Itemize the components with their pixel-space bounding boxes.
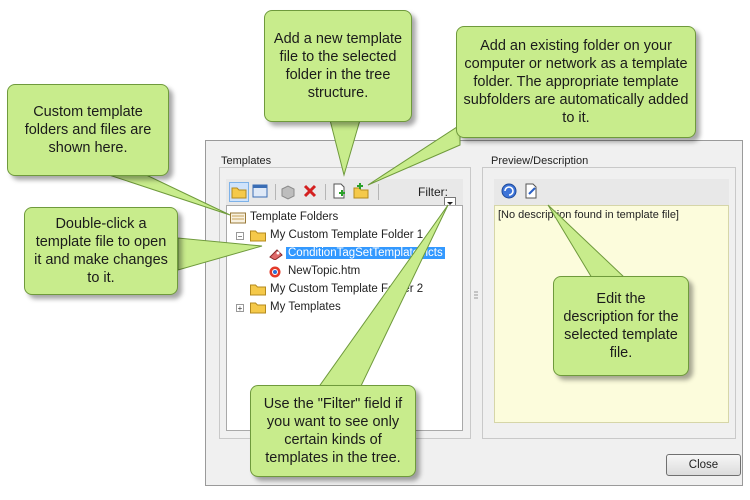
callout-double-click: Double-click a template file to open it …: [24, 207, 178, 295]
folder-icon: [250, 302, 266, 314]
browser-icon: [269, 266, 281, 278]
refresh-button[interactable]: [500, 182, 520, 202]
toolbar-separator: [275, 184, 276, 200]
description-text: [No description found in template file]: [498, 209, 679, 221]
refresh-icon: [501, 183, 517, 199]
tree-node-label: NewTopic.htm: [288, 265, 361, 277]
tree-node-my-templates[interactable]: My Templates: [250, 300, 460, 316]
open-button[interactable]: [279, 182, 299, 202]
folder-view-button[interactable]: [229, 182, 249, 202]
callout-add-new-template: Add a new template file to the selected …: [264, 10, 412, 122]
template-folders-icon: [230, 212, 246, 224]
tree-node-label: My Custom Template Folder 2: [270, 283, 424, 295]
box-icon: [281, 185, 295, 200]
add-existing-folder-button[interactable]: [352, 182, 372, 202]
callout-text: Double-click a template file to open it …: [34, 216, 168, 286]
tree-node-file-newtopic[interactable]: NewTopic.htm: [268, 264, 458, 280]
preview-toolbar: [494, 179, 729, 205]
folder-icon: [250, 230, 266, 242]
folder-icon: [250, 284, 266, 296]
folder-icon: [231, 187, 247, 199]
delete-button[interactable]: [301, 182, 321, 202]
callout-text: Add a new template file to the selected …: [273, 31, 403, 101]
templates-toolbar: Filter:: [226, 179, 463, 206]
tree-node-label: Template Folders: [250, 211, 339, 223]
callout-custom-folders: Custom template folders and files are sh…: [7, 84, 169, 176]
collapse-icon[interactable]: −: [236, 232, 244, 241]
close-button[interactable]: Close: [666, 454, 741, 476]
edit-document-icon: [525, 183, 537, 199]
tree-node-label: My Templates: [270, 301, 341, 313]
callout-text: Add an existing folder on your computer …: [463, 38, 689, 126]
callout-text: Edit the description for the selected te…: [563, 291, 679, 361]
tree-node-folder-1[interactable]: My Custom Template Folder 1: [250, 228, 460, 244]
tree-node-folder-2[interactable]: My Custom Template Folder 2: [250, 282, 460, 298]
tree-node-label: ConditionTagSetTemplate.flcts: [286, 247, 445, 259]
callout-add-existing-folder: Add an existing folder on your computer …: [456, 26, 696, 138]
preview-group: [482, 167, 736, 439]
add-folder-icon: [353, 183, 369, 199]
window-icon: [252, 184, 268, 198]
callout-edit-description: Edit the description for the selected te…: [553, 276, 689, 376]
filter-label: Filter:: [418, 185, 448, 199]
splitter-handle[interactable]: [474, 286, 478, 299]
callout-text: Custom template folders and files are sh…: [24, 104, 152, 156]
tree-node-label: My Custom Template Folder 1: [270, 229, 424, 241]
expand-icon[interactable]: +: [236, 304, 244, 313]
tree-node-file-condition[interactable]: ConditionTagSetTemplate.flcts: [268, 246, 458, 262]
new-file-icon: [333, 183, 345, 199]
tree-node-root[interactable]: Template Folders: [230, 210, 430, 226]
condition-tag-icon: [269, 249, 283, 260]
callout-filter: Use the "Filter" field if you want to se…: [250, 385, 416, 477]
callout-text: Use the "Filter" field if you want to se…: [263, 396, 403, 466]
chevron-down-icon: [447, 202, 453, 205]
toolbar-separator: [325, 184, 326, 200]
delete-x-icon: [303, 184, 317, 198]
grip-icon: [474, 291, 478, 299]
templates-group-label: Templates: [221, 155, 272, 167]
preview-group-label: Preview/Description: [491, 155, 589, 167]
add-new-template-button[interactable]: [330, 182, 350, 202]
toolbar-separator: [378, 184, 379, 200]
edit-description-button[interactable]: [522, 182, 542, 202]
list-view-button[interactable]: [251, 182, 271, 202]
